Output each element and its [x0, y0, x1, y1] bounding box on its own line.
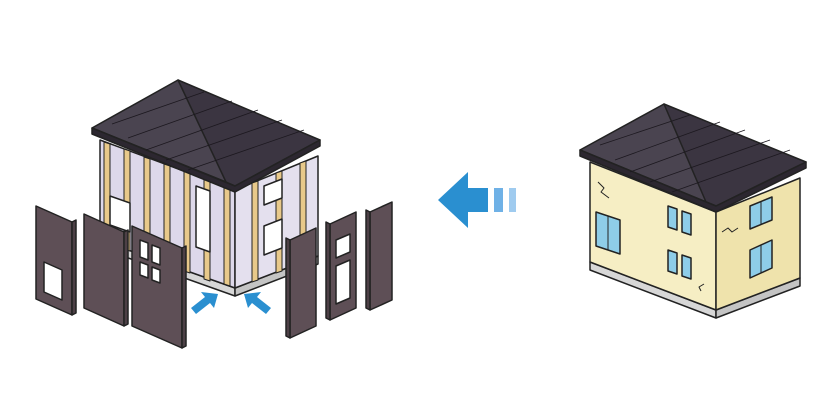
panel-window — [335, 233, 351, 259]
wall-panel — [131, 225, 187, 349]
wall-panel — [83, 213, 129, 327]
window-front-tall-4 — [681, 254, 692, 280]
wall-panel — [325, 211, 357, 321]
wall-crack — [597, 181, 610, 199]
finished-house — [579, 103, 807, 319]
frame-opening-front-tall — [195, 185, 211, 253]
roof-shingle-lines — [599, 114, 791, 193]
panel-window — [139, 261, 149, 279]
arrow-trail-bar-2 — [509, 188, 516, 212]
wall-panel — [365, 201, 393, 311]
arrow-up-left-icon — [244, 292, 271, 314]
wall-panel — [35, 205, 77, 316]
frame-opening-side-lower — [263, 218, 283, 256]
frame-opening-front — [109, 195, 131, 233]
window-front-tall-3 — [667, 249, 678, 275]
panel-window — [43, 261, 63, 301]
panel-window — [151, 266, 161, 284]
panel-window — [151, 244, 161, 266]
install-arrows — [191, 292, 271, 314]
window-front-tall-2 — [681, 210, 692, 236]
panel-window — [139, 239, 149, 261]
wall-crack — [698, 283, 705, 292]
wall-panel — [285, 227, 317, 339]
panel-window — [335, 259, 351, 305]
direction-arrow — [438, 172, 516, 228]
wall-panels-left — [35, 205, 187, 349]
arrow-left-icon — [438, 172, 488, 228]
framed-house-roof-eave — [91, 127, 321, 193]
finished-house-side-wall — [715, 177, 801, 311]
wall-crack — [721, 227, 739, 233]
window-front-tall-1 — [667, 205, 678, 231]
wall-panels-right — [285, 201, 393, 339]
frame-opening-side-upper — [263, 178, 283, 206]
arrow-trail-bar-1 — [494, 188, 503, 212]
finished-house-roof-eave — [579, 149, 807, 213]
roof-shingle-lines — [111, 91, 305, 171]
arrow-up-right-icon — [191, 292, 218, 314]
